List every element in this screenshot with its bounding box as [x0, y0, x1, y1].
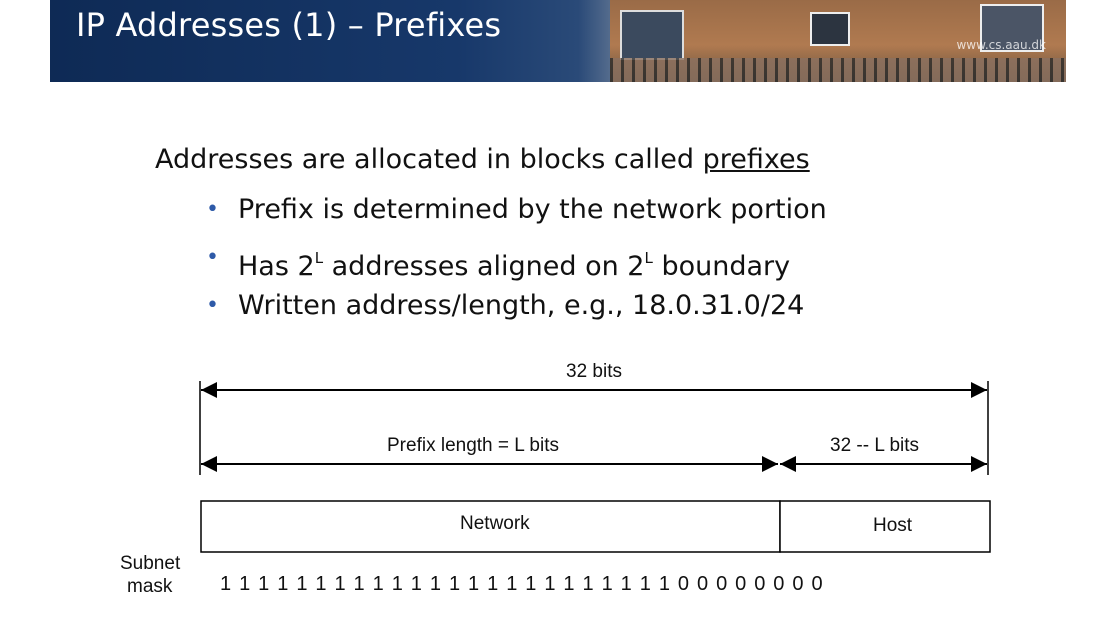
subnet-label: Subnet — [120, 553, 181, 574]
window-shape — [810, 12, 850, 46]
heading-text: Addresses are allocated in blocks called — [155, 144, 703, 175]
prefix-length-label: Prefix length = L bits — [387, 435, 559, 456]
main-heading: Addresses are allocated in blocks called… — [155, 144, 810, 175]
superscript: L — [314, 249, 324, 267]
bullet-text: Written address/length, e.g., 18.0.31.0/… — [238, 290, 805, 321]
subnet-mask-bits: 1 1 1 1 1 1 1 1 1 1 1 1 1 1 1 1 1 1 1 1 … — [220, 573, 823, 595]
bullet-list: Prefix is determined by the network port… — [206, 192, 827, 336]
title-banner: IP Addresses (1) – Prefixes www.cs.aau.d… — [50, 0, 1066, 82]
bullet-text: addresses aligned on 2 — [323, 251, 645, 282]
bicycles-strip — [610, 58, 1066, 82]
bullet-item: Has 2L addresses aligned on 2L boundary — [206, 240, 827, 288]
total-bits-label: 32 bits — [566, 361, 622, 382]
prefixes-link[interactable]: prefixes — [702, 144, 810, 175]
banner-credit: www.cs.aau.dk — [956, 38, 1046, 52]
mask-label: mask — [127, 576, 173, 597]
superscript: L — [644, 249, 653, 267]
host-label: Host — [873, 515, 913, 536]
bullet-text: Has 2 — [238, 251, 315, 282]
bullet-text: boundary — [652, 251, 791, 282]
bullet-item: Written address/length, e.g., 18.0.31.0/… — [206, 288, 827, 336]
host-box — [779, 500, 991, 553]
host-length-label: 32 -- L bits — [830, 435, 920, 456]
window-shape — [980, 4, 1044, 52]
network-box — [200, 500, 781, 553]
network-label: Network — [460, 513, 530, 534]
bullet-text: Prefix is determined by the network port… — [238, 194, 827, 225]
bullet-item: Prefix is determined by the network port… — [206, 192, 827, 240]
slide-title: IP Addresses (1) – Prefixes — [76, 6, 502, 44]
